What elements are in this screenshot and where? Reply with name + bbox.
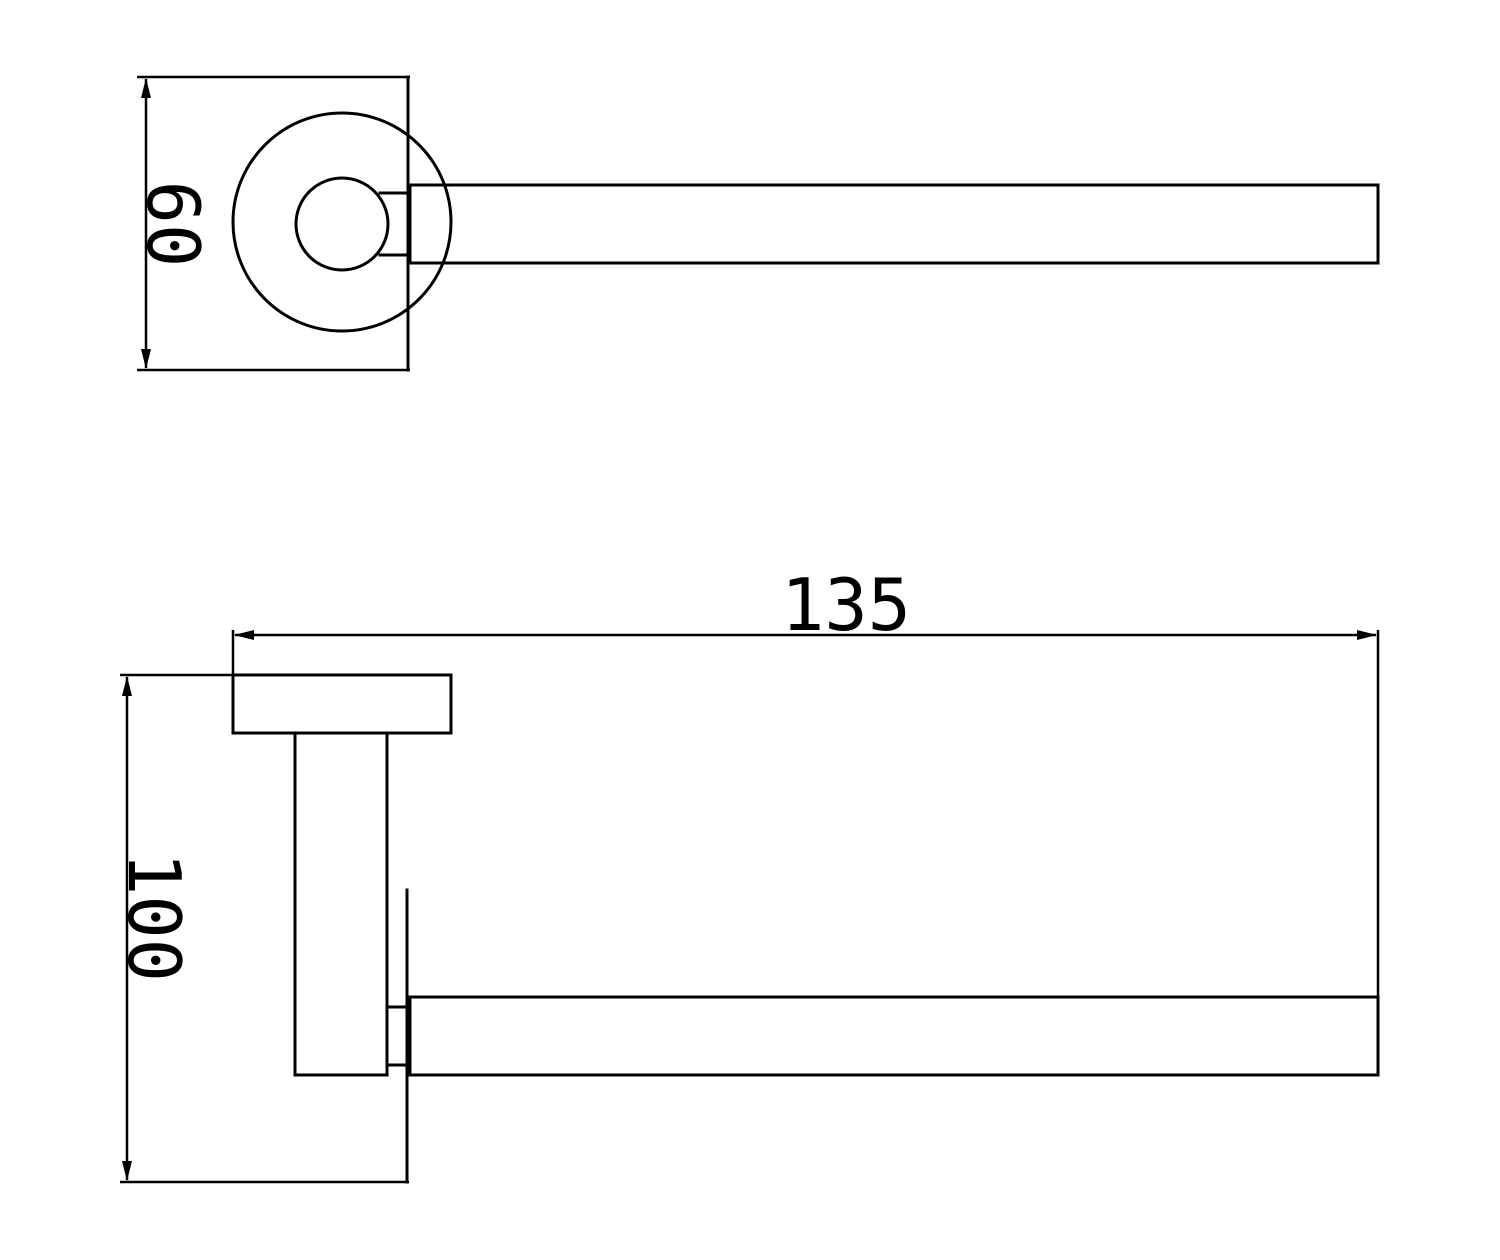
dim-100-arrow-top — [122, 676, 132, 696]
dim-135-label: 135 — [781, 563, 911, 647]
top-view: 60 — [131, 75, 1380, 372]
dim-60-arrow-top — [141, 78, 151, 98]
side-view-arm — [408, 995, 1380, 1077]
side-view-rosette-plate — [231, 673, 453, 735]
side-view: 135 100 — [112, 563, 1380, 1184]
dimension-60: 60 — [131, 75, 410, 372]
side-view-post — [293, 731, 389, 1077]
top-view-rosette — [231, 111, 453, 333]
dim-100-arrow-bottom — [122, 1161, 132, 1181]
dimension-135: 135 — [231, 563, 1380, 997]
dim-60-arrow-bottom — [141, 349, 151, 369]
top-view-post — [294, 176, 390, 272]
dim-60-label: 60 — [131, 181, 215, 268]
dim-100-label: 100 — [112, 852, 196, 982]
top-view-arm — [408, 183, 1380, 265]
dim-135-arrow-right — [1357, 630, 1377, 640]
dimension-100: 100 — [112, 673, 409, 1184]
dim-135-arrow-left — [234, 630, 254, 640]
